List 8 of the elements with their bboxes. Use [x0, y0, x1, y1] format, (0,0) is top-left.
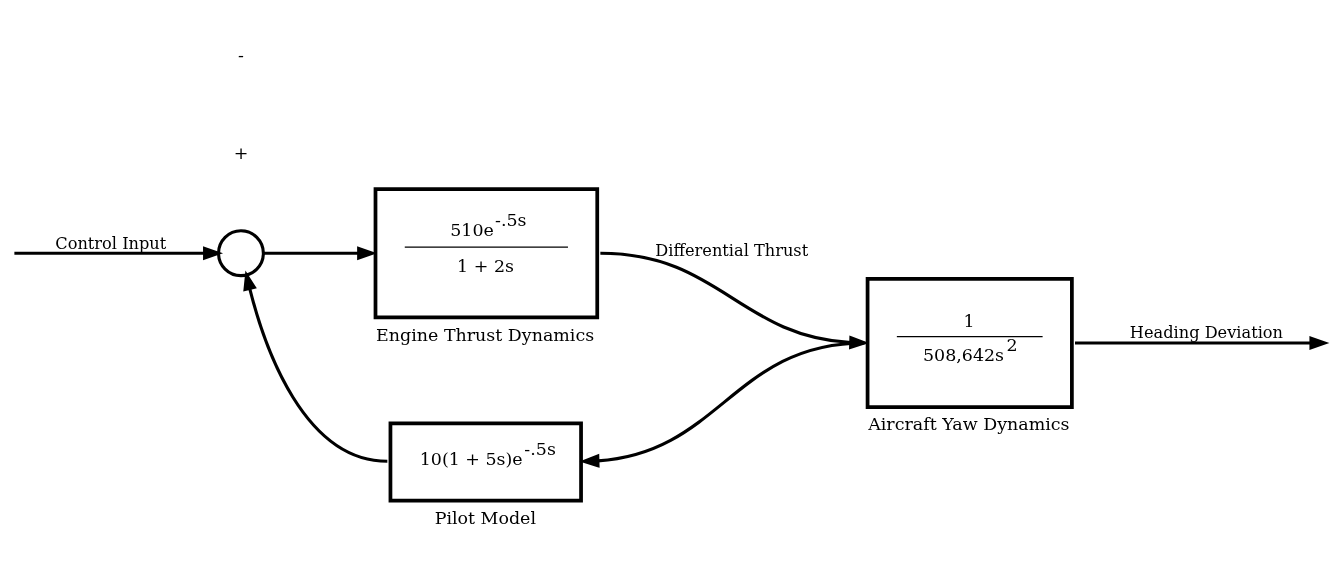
edge-label: Heading Deviation [1129, 323, 1284, 343]
node-label: Engine Thrust Dynamics [376, 324, 595, 345]
node-label: Pilot Model [434, 507, 537, 528]
edge-label: Differential Thrust [655, 241, 809, 261]
label: + [233, 143, 249, 164]
edge-label: Control Input [55, 233, 167, 253]
label: - [238, 45, 244, 66]
node-label: Aircraft Yaw Dynamics [868, 414, 1070, 435]
